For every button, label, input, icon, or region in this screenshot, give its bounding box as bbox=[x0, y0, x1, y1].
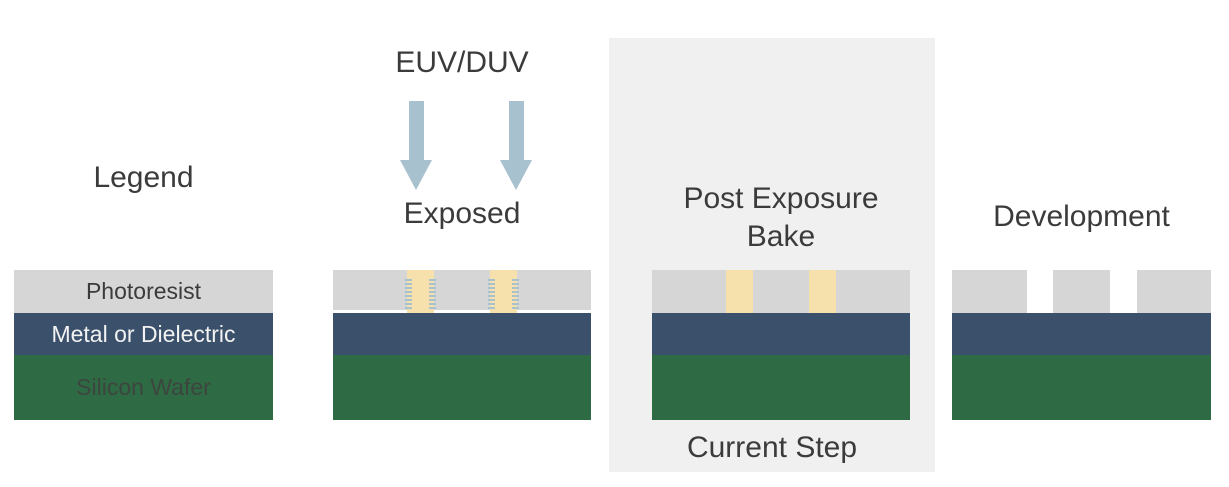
baked-exposed-region bbox=[809, 270, 836, 313]
development-metal-layer bbox=[952, 313, 1211, 355]
exposed-photoresist-layer bbox=[333, 270, 591, 313]
exposure-source-label: EUV/DUV bbox=[395, 46, 529, 79]
development-wafer-stack bbox=[952, 270, 1211, 420]
development-silicon-layer bbox=[952, 355, 1211, 420]
exposed-region-with-standing-waves bbox=[405, 270, 436, 313]
arrow-head bbox=[500, 160, 532, 190]
standing-wave-ticks bbox=[512, 279, 519, 310]
remaining-photoresist-block bbox=[1053, 270, 1110, 313]
arrow-head bbox=[400, 160, 432, 190]
development-title: Development bbox=[993, 200, 1170, 233]
standing-wave-ticks bbox=[429, 279, 436, 310]
remaining-photoresist-block bbox=[1137, 270, 1211, 313]
bake-wafer-stack bbox=[652, 270, 910, 420]
standing-wave-ticks bbox=[488, 279, 495, 310]
legend-layer-silicon: Silicon Wafer bbox=[14, 355, 273, 420]
legend-stack: Photoresist Metal or Dielectric Silicon … bbox=[14, 270, 273, 420]
bake-silicon-layer bbox=[652, 355, 910, 420]
legend-layer-photoresist: Photoresist bbox=[14, 270, 273, 313]
exposed-metal-layer bbox=[333, 313, 591, 355]
bake-photoresist-layer bbox=[652, 270, 910, 313]
exposed-wafer-stack bbox=[333, 270, 591, 420]
legend-label-photoresist: Photoresist bbox=[85, 278, 202, 304]
post-exposure-bake-title: Post Exposure Bake bbox=[683, 182, 879, 253]
legend-label-silicon: Silicon Wafer bbox=[76, 374, 211, 400]
baked-exposed-region bbox=[726, 270, 753, 313]
legend-title: Legend bbox=[93, 161, 194, 194]
arrow-shaft bbox=[508, 101, 524, 160]
arrow-shaft bbox=[408, 101, 424, 160]
exposed-region-with-standing-waves bbox=[488, 270, 519, 313]
current-step-label: Current Step bbox=[686, 431, 858, 464]
standing-wave-ticks bbox=[405, 279, 412, 310]
remaining-photoresist-block bbox=[952, 270, 1027, 313]
exposure-arrow-icon bbox=[400, 101, 432, 190]
exposed-step-title: Exposed bbox=[403, 197, 521, 230]
bake-metal-layer bbox=[652, 313, 910, 355]
legend-layer-metal: Metal or Dielectric bbox=[14, 313, 273, 355]
legend-label-metal: Metal or Dielectric bbox=[51, 320, 236, 347]
exposure-arrow-icon bbox=[500, 101, 532, 190]
exposed-silicon-layer bbox=[333, 355, 591, 420]
